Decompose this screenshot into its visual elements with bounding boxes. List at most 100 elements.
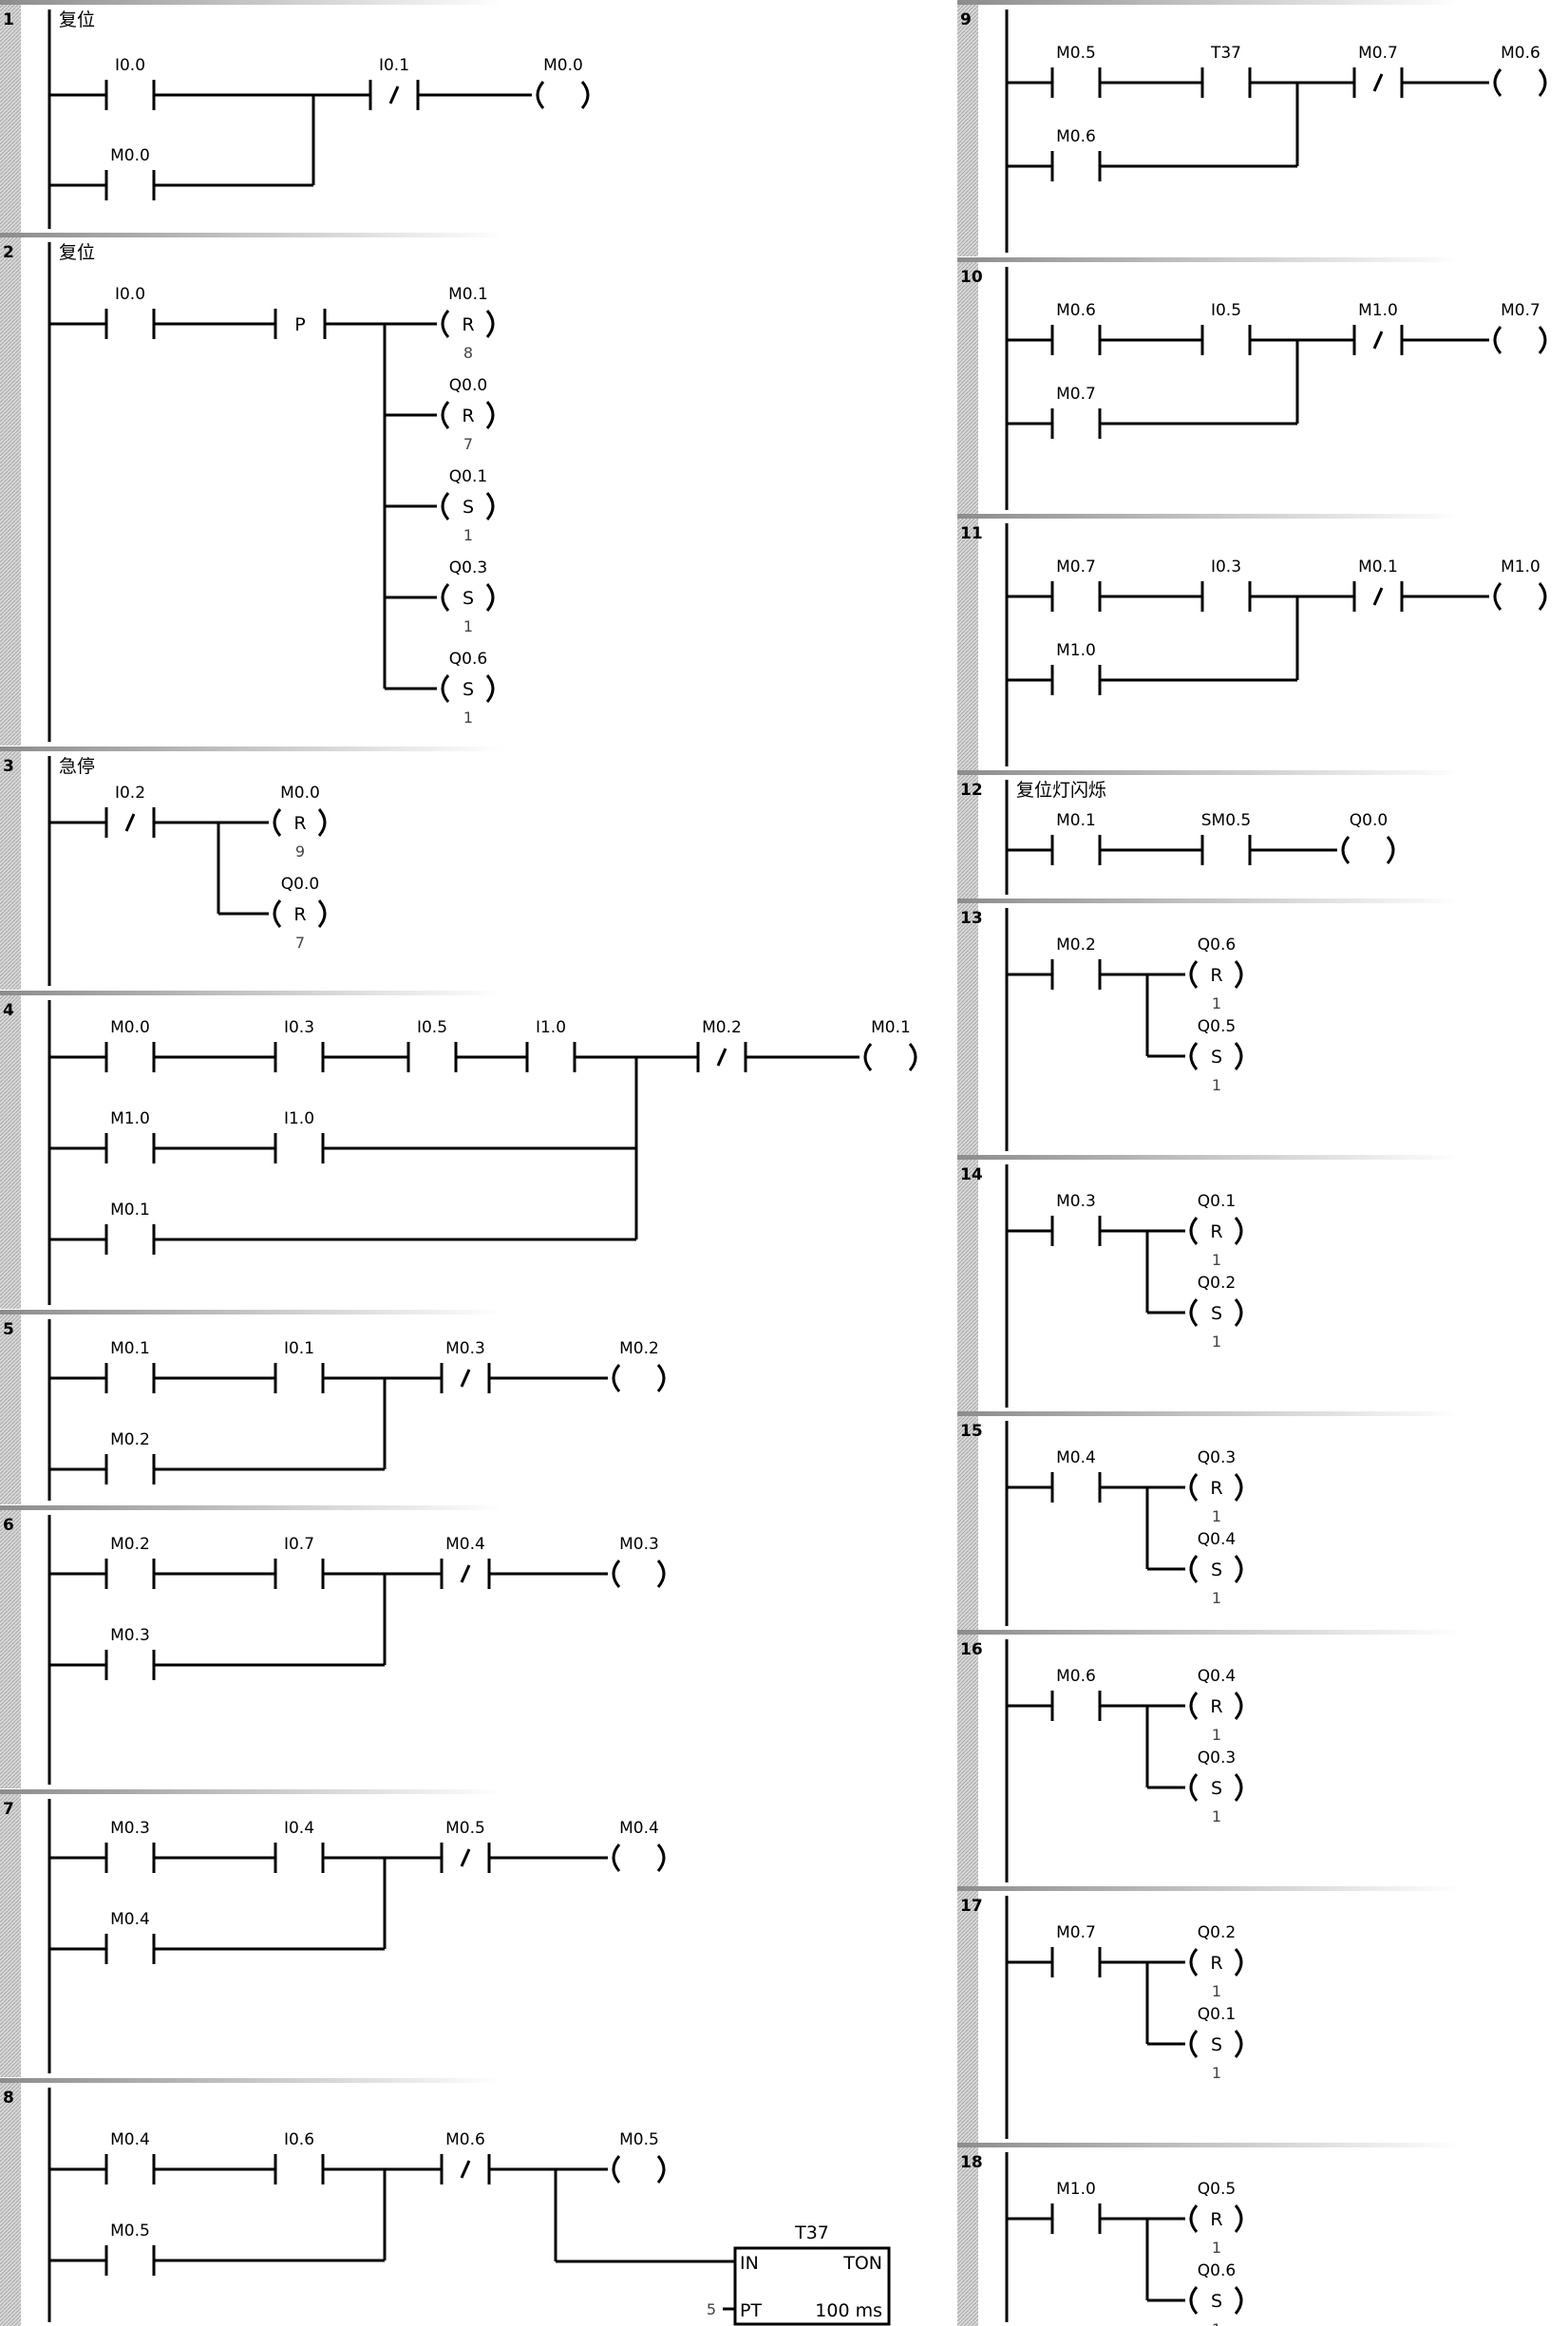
network-number: 18 [960,2153,983,2172]
coil-right-arc [317,899,327,928]
network-separator [957,514,1461,519]
coil-label: M0.4 [619,1819,659,1838]
coil-type: S [1211,2291,1222,2312]
network-comment: 复位 [59,242,95,263]
coil-label: Q0.3 [1198,1749,1236,1768]
contact-label: M1.0 [1358,301,1398,320]
coil-left-arc [441,401,450,429]
coil-label: M0.1 [448,285,488,304]
contact-label: M0.6 [1056,1667,1096,1686]
coil-type: S [463,679,474,700]
coil-label: M0.3 [619,1535,659,1554]
coil-type: S [463,588,474,609]
network-comment: 急停 [59,756,95,777]
coil-right-arc [656,2155,666,2184]
contact-label: M0.1 [1056,811,1096,830]
network-3: 3 急停 [0,747,503,990]
coil-left-arc [612,1844,621,1872]
network-gutter [957,0,978,256]
coil-right-arc [485,310,495,338]
network-gutter [957,1155,978,1411]
coil-left-arc [1189,2204,1199,2233]
network-separator [957,0,1461,5]
contact-label: M0.4 [445,1535,485,1554]
timer-pt-pin: PT [740,2300,762,2321]
coil-label: Q0.4 [1198,1530,1236,1549]
coil-right-arc [485,583,495,612]
coil-label: Q0.4 [1198,1667,1236,1686]
negation-slash [460,2160,471,2179]
coil-type: R [1210,2209,1222,2230]
network-number: 6 [3,1516,14,1535]
coil-right-arc [1234,1473,1243,1502]
contact-label: M0.6 [1056,127,1096,146]
coil-right-arc [485,492,495,520]
network-separator [957,898,1461,903]
network-9: 9 [957,0,1461,256]
coil-left-arc [536,81,545,109]
coil-count: 1 [1212,1589,1221,1607]
coil-count: 1 [1212,1333,1221,1351]
coil-count: 1 [1212,994,1221,1012]
network-separator [0,991,503,995]
coil-count: 1 [463,709,473,727]
coil-count: 1 [1212,2320,1221,2326]
network-gutter [0,747,21,990]
coil-count: 1 [1212,1807,1221,1825]
contact-label: M0.7 [1358,44,1398,63]
network-14: 14 [957,1155,1461,1411]
network-number: 17 [960,1897,983,1916]
coil-right-arc [1386,836,1395,864]
coil-right-arc [1538,582,1547,611]
coil-left-arc [1189,1773,1199,1802]
coil-label: M0.0 [280,784,320,803]
contact-label: M0.4 [110,2130,150,2149]
contact-label: I0.6 [284,2130,314,2149]
contact-label: M0.3 [110,1626,150,1645]
coil-type: S [1211,2034,1222,2055]
coil-right-arc [656,1560,666,1588]
coil-left-arc [441,674,450,703]
timer-in-pin: IN [740,2253,759,2274]
contact-label: I0.3 [284,1018,314,1037]
coil-right-arc [1234,1298,1243,1327]
timer-name: T37 [794,2222,829,2243]
coil-type: S [463,497,474,518]
timer-base: 100 ms [815,2300,882,2321]
coil-left-arc [1189,1473,1199,1502]
coil-label: Q0.1 [1198,2005,1236,2024]
coil-right-arc [485,401,495,429]
network-17: 17 [957,1886,1461,2143]
coil-label: Q0.0 [1350,811,1388,830]
coil-count: 1 [1212,1726,1221,1744]
network-5: 5 [0,1310,503,1504]
contact-label: M0.5 [445,1819,485,1838]
network-11: 11 [957,514,1461,770]
contact-label: I0.1 [379,56,409,75]
coil-label: Q0.0 [449,376,487,395]
coil-type: S [1211,1778,1222,1799]
coil-right-arc [1234,2204,1243,2233]
contact-label: M1.0 [1056,641,1096,660]
network-separator [957,2143,1461,2147]
coil-label: Q0.1 [449,467,487,486]
coil-type: R [1210,1696,1222,1717]
network-gutter [0,991,21,1309]
contact-label: M0.0 [110,1018,150,1037]
network-separator [0,1310,503,1314]
negation-slash [460,1848,471,1867]
network-number: 3 [3,757,14,776]
network-number: 4 [3,1001,14,1020]
contact-label: I1.0 [284,1109,314,1128]
coil-left-arc [1189,1217,1199,1245]
coil-label: Q0.1 [1198,1192,1236,1211]
contact-label: I0.2 [115,784,145,803]
coil-right-arc [1538,68,1547,97]
